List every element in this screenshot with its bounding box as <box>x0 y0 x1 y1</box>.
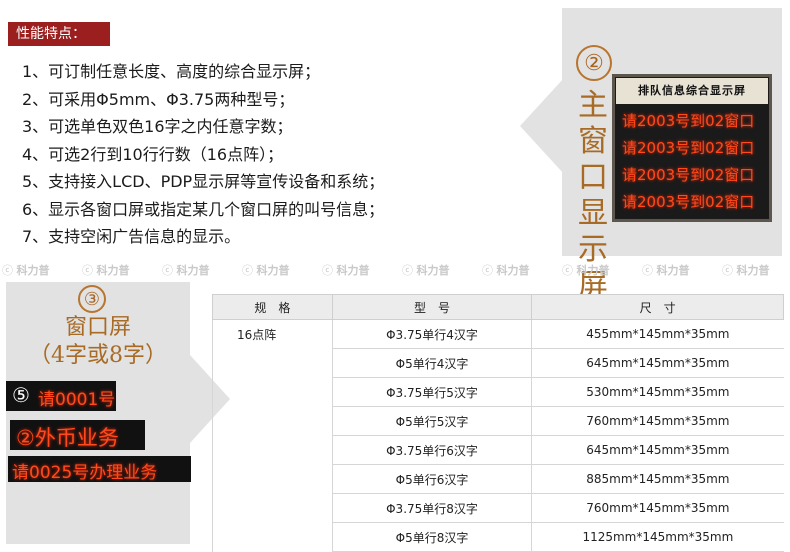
led-row: 请2003号到02窗口 <box>622 112 755 130</box>
watermark-strip: ⓒ 科力普 ⓒ 科力普 ⓒ 科力普 ⓒ 科力普 ⓒ 科力普 ⓒ 科力普 ⓒ 科力… <box>0 262 790 282</box>
size-cell: 455mm*145mm*35mm <box>531 319 784 349</box>
model-cell: Φ3.75单行6汉字 <box>331 435 532 465</box>
size-cell: 760mm*145mm*35mm <box>531 406 784 436</box>
panel-number-badge: ③ <box>78 285 106 313</box>
table-row: Φ3.75单行8汉字 760mm*145mm*35mm <box>213 493 784 523</box>
section-tag: 性能特点： <box>8 22 110 46</box>
callout-arrow <box>520 78 564 174</box>
feature-item: 2、可采用Φ5mm、Φ3.75两种型号； <box>22 89 295 109</box>
feature-item: 6、显示各窗口屏或指定某几个窗口屏的叫号信息； <box>22 199 385 219</box>
table-row: 16点阵 Φ3.75单行4汉字 455mm*145mm*35mm <box>212 319 784 552</box>
model-cell: Φ3.75单行8汉字 <box>331 493 532 523</box>
feature-item: 7、支持空闲广告信息的显示。 <box>22 227 241 246</box>
watermark: ⓒ 科力普 <box>482 264 530 277</box>
size-cell: 760mm*145mm*35mm <box>531 493 784 523</box>
watermark: ⓒ 科力普 <box>242 264 290 277</box>
table-row: Φ5单行5汉字 760mm*145mm*35mm <box>213 406 784 436</box>
model-cell: Φ5单行8汉字 <box>331 522 532 552</box>
main-display-label: 主 窗 口 显 示 屏 <box>578 88 608 303</box>
column-header: 型 号 <box>331 294 533 320</box>
led-sample-2: ②外币业务 <box>10 420 145 450</box>
spec-cell: 16点阵 <box>212 319 333 552</box>
feature-item: 3、可选单色双色16字之内任意字数； <box>22 117 293 136</box>
model-cell: Φ3.75单行4汉字 <box>331 319 532 349</box>
watermark: ⓒ 科力普 <box>82 264 130 277</box>
size-cell: 530mm*145mm*35mm <box>531 377 784 407</box>
column-header: 规 格 <box>212 294 333 320</box>
led-sample-1: ⑤ 请0001号 <box>6 381 116 411</box>
watermark: ⓒ 科力普 <box>322 264 370 277</box>
window-screen-title: 窗口屏 （4字或8字） <box>29 315 167 368</box>
led-sample-3: 请0025号办理业务 <box>8 456 191 483</box>
feature-item: 4、可选2行到10行行数（16点阵）； <box>22 144 284 164</box>
size-cell: 645mm*145mm*35mm <box>531 435 784 465</box>
table-row: Φ3.75单行6汉字 645mm*145mm*35mm <box>213 435 784 465</box>
watermark: ⓒ 科力普 <box>642 264 690 277</box>
table-header-row: 规 格 型 号 尺 寸 <box>212 294 784 320</box>
size-cell: 885mm*145mm*35mm <box>531 464 784 494</box>
model-cell: Φ5单行4汉字 <box>331 348 532 378</box>
led-row: 请2003号到02窗口 <box>622 139 755 157</box>
display-title: 排队信息综合显示屏 <box>616 78 768 104</box>
spec-table: 规 格 型 号 尺 寸 16点阵 Φ3.75单行4汉字 455mm*145mm*… <box>212 294 784 552</box>
panel-number-badge: ② <box>576 45 612 81</box>
led-row: 请2003号到02窗口 <box>622 193 755 211</box>
feature-list: 1、可订制任意长度、高度的综合显示屏； 2、可采用Φ5mm、Φ3.75两种型号；… <box>22 58 562 251</box>
watermark: ⓒ 科力普 <box>562 264 610 277</box>
watermark: ⓒ 科力普 <box>2 264 50 277</box>
feature-item: 5、支持接入LCD、PDP显示屏等宣传设备和系统； <box>22 172 385 191</box>
model-cell: Φ5单行5汉字 <box>331 406 532 436</box>
size-cell: 1125mm*145mm*35mm <box>531 522 784 552</box>
size-cell: 645mm*145mm*35mm <box>531 348 784 378</box>
watermark: ⓒ 科力普 <box>722 264 770 277</box>
column-header: 尺 寸 <box>531 294 784 320</box>
table-row: Φ5单行6汉字 885mm*145mm*35mm <box>213 464 784 494</box>
led-row: 请2003号到02窗口 <box>622 166 755 184</box>
table-row: Φ5单行8汉字 1125mm*145mm*35mm <box>213 522 784 552</box>
watermark: ⓒ 科力普 <box>162 264 210 277</box>
window-screen-panel <box>6 282 190 544</box>
model-cell: Φ5单行6汉字 <box>331 464 532 494</box>
table-row: Φ3.75单行5汉字 530mm*145mm*35mm <box>213 377 784 407</box>
watermark: ⓒ 科力普 <box>402 264 450 277</box>
feature-item: 1、可订制任意长度、高度的综合显示屏； <box>22 62 321 81</box>
model-cell: Φ3.75单行5汉字 <box>331 377 532 407</box>
table-row: Φ5单行4汉字 645mm*145mm*35mm <box>213 348 784 378</box>
